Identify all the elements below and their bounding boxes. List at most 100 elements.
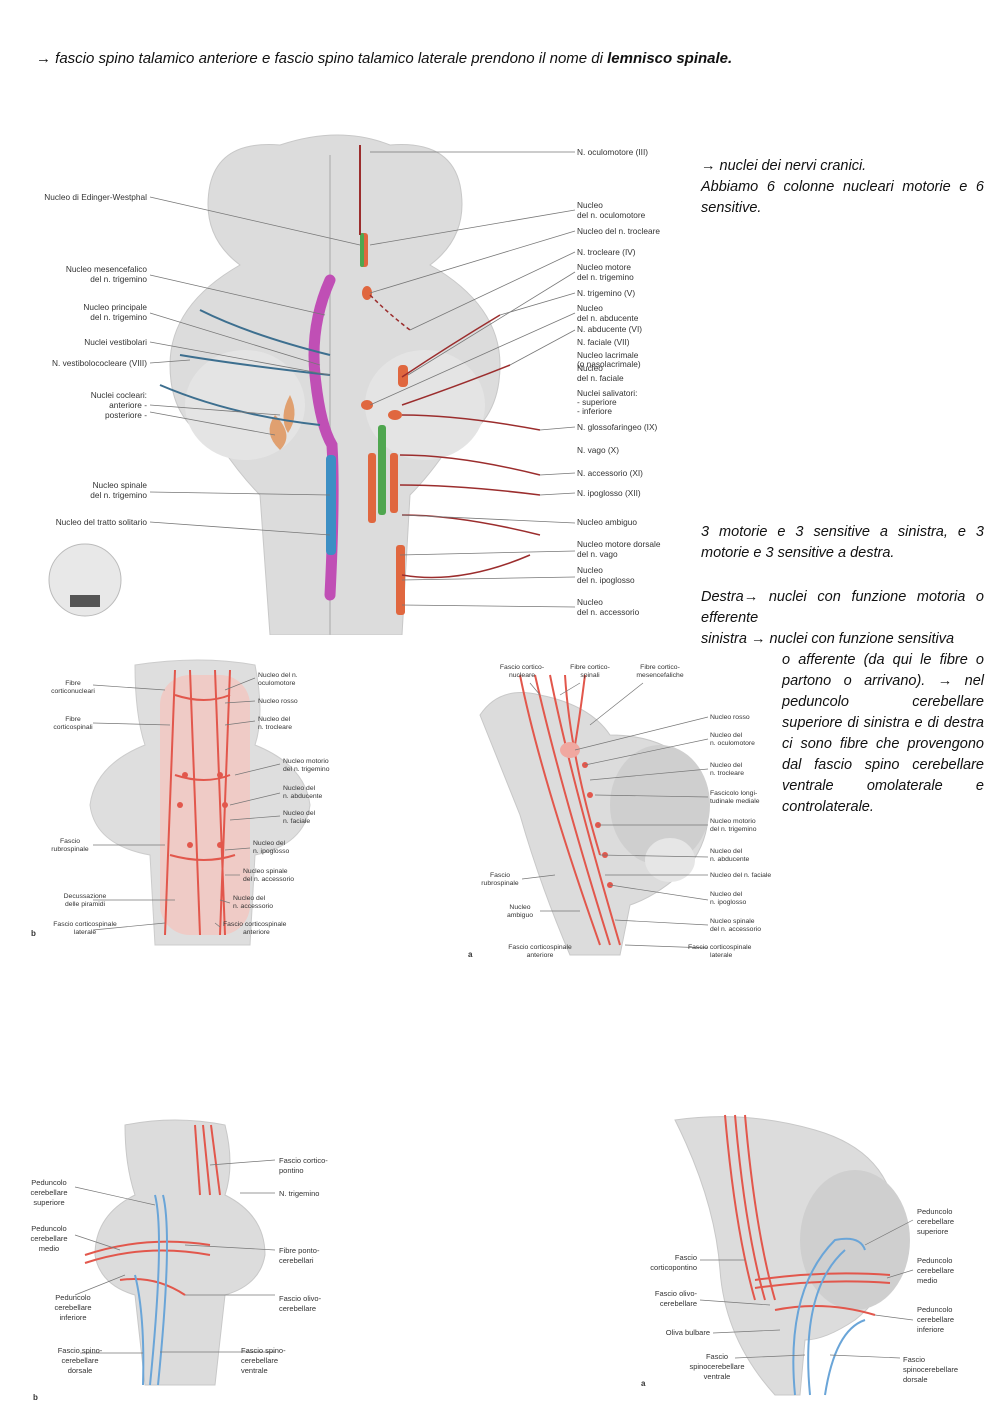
panel-letter: b [33,1393,38,1402]
label: n. trocleare [710,770,744,777]
label: del n. trigemino [577,272,634,282]
label: (o nasolacrimale) [577,359,641,369]
label: inferiore [59,1313,86,1322]
label: Nucleo spinale [710,918,755,925]
label: del n. accessorio [243,876,294,883]
label: Nucleo [577,200,603,210]
label: N. ipoglosso (XII) [577,488,641,498]
label: del n. abducente [577,313,639,323]
notes-line: sinistra → nuclei con funzione sensitiva [701,631,955,647]
label: del n. ipoglosso [577,575,635,585]
label: Nucleo del n. trocleare [577,226,660,236]
label: - inferiore [577,406,612,416]
label: Peduncolo [917,1207,952,1216]
label: Fascio spino- [58,1346,103,1355]
label: N. vago (X) [577,445,619,455]
label: anteriore [527,952,554,959]
label: cerebellare [241,1356,278,1365]
label: Nucleo [577,597,603,607]
label: Peduncolo [55,1293,90,1302]
label: Fibre [65,680,81,687]
label: spinali [580,672,600,679]
panel-letter: a [641,1379,646,1388]
label: Fascio corticospinale [688,944,752,951]
label: tudinale mediale [710,798,760,805]
label: Nucleo [509,904,530,911]
label: Nucleo mesencefalico [66,264,148,274]
label: Nucleo motore [577,262,631,272]
label: Nucleo spinale [93,480,148,490]
notes-columns: 3 motorie e 3 sensitive a sinistra, e 3 … [701,522,984,564]
label: medio [39,1244,59,1253]
label: Fascio olivo- [279,1294,322,1303]
label: N. trocleare (IV) [577,247,636,257]
label: spinocerebellare [689,1362,744,1371]
label: cerebellare [917,1217,954,1226]
label: cerebellare [61,1356,98,1365]
label: medio [917,1276,937,1285]
figure-cranial-nerve-nuclei-drawing: Nucleo di Edinger-Westphal Nucleo mesenc… [44,134,661,635]
intro-text: → fascio spino talamico anteriore e fasc… [36,50,603,67]
label: N. faciale (VII) [577,337,630,347]
label: cerebellare [279,1304,316,1313]
label: laterale [710,952,733,959]
label: cerebellare [917,1266,954,1275]
label: Nucleo rosso [710,714,750,721]
label: Fascio corticospinale [223,921,287,928]
label: del n. trigemino [283,766,330,773]
notes-cranial-nuclei: → nuclei dei nervi cranici. Abbiamo 6 co… [701,156,984,219]
label: Fascio corticospinale [508,944,572,951]
label: mesencefaliche [636,672,683,679]
label: Nucleo del [710,762,743,769]
label: Nucleo del [258,716,291,723]
label: Nucleo del tratto solitario [56,517,148,527]
intro-sentence: → fascio spino talamico anteriore e fasc… [36,50,732,67]
label: Fascio cortico- [500,664,544,671]
label: Nucleo [577,363,603,373]
label: del n. trigemino [710,826,757,833]
label: Fascio [60,838,80,845]
label: N. trigemino [279,1189,319,1198]
intro-bold-term: lemnisco spinale. [607,50,733,67]
label: Nucleo rosso [258,698,298,705]
label: corticopontino [650,1263,697,1272]
label: nucleare [509,672,535,679]
label: n. ipoglosso [253,848,289,855]
label: rubrospinale [51,846,89,853]
notes-line: → nuclei dei nervi cranici. [701,158,867,174]
label: ventrale [704,1372,731,1381]
panel-letter: b [31,929,36,938]
label: Nucleo di Edinger-Westphal [44,192,147,202]
label: n. oculomotore [710,740,755,747]
label: superiore [33,1198,64,1207]
label: dorsale [68,1366,93,1375]
label: Nuclei cocleari: [91,390,147,400]
label: Nucleo del [283,785,316,792]
label: Nuclei vestibolari [84,337,147,347]
label: Nucleo del n. faciale [710,872,771,879]
label: Nucleo del [710,848,743,855]
label: pontino [279,1166,304,1175]
figure-corticonuclear-dorsal: Fibre corticonucleari Fibre corticospina… [25,655,415,965]
notes-line: o afferente (da qui le fibre o partono o… [782,652,984,815]
label: Peduncolo [917,1256,952,1265]
figure-corticonuclear-lateral: Fascio cortico- nucleare Fibre cortico- … [460,655,785,965]
label: del n. trigemino [90,312,147,322]
label: Fascio corticospinale [53,921,117,928]
label: cerebellare [54,1303,91,1312]
label: Nucleo ambiguo [577,517,637,527]
label: del n. trigemino [90,274,147,284]
label: Peduncolo [31,1178,66,1187]
label: anteriore - [109,400,147,410]
notes-line: Abbiamo 6 colonne nucleari motorie e 6 s… [701,179,984,216]
notes-sides: Destra→ nuclei con funzione motoria o ef… [701,587,984,818]
label: Nuclei salivatori: [577,388,637,398]
label: n. accessorio [233,903,273,910]
label: Peduncolo [31,1224,66,1233]
label: Fascio cortico- [279,1156,328,1165]
label: corticonucleari [51,688,95,695]
label: N. trigemino (V) [577,288,635,298]
label: ambiguo [507,912,533,919]
label: Fascio [706,1352,728,1361]
figure-cerebellar-peduncles-lateral: Fascio corticopontino Fascio olivo- cere… [625,1110,990,1400]
